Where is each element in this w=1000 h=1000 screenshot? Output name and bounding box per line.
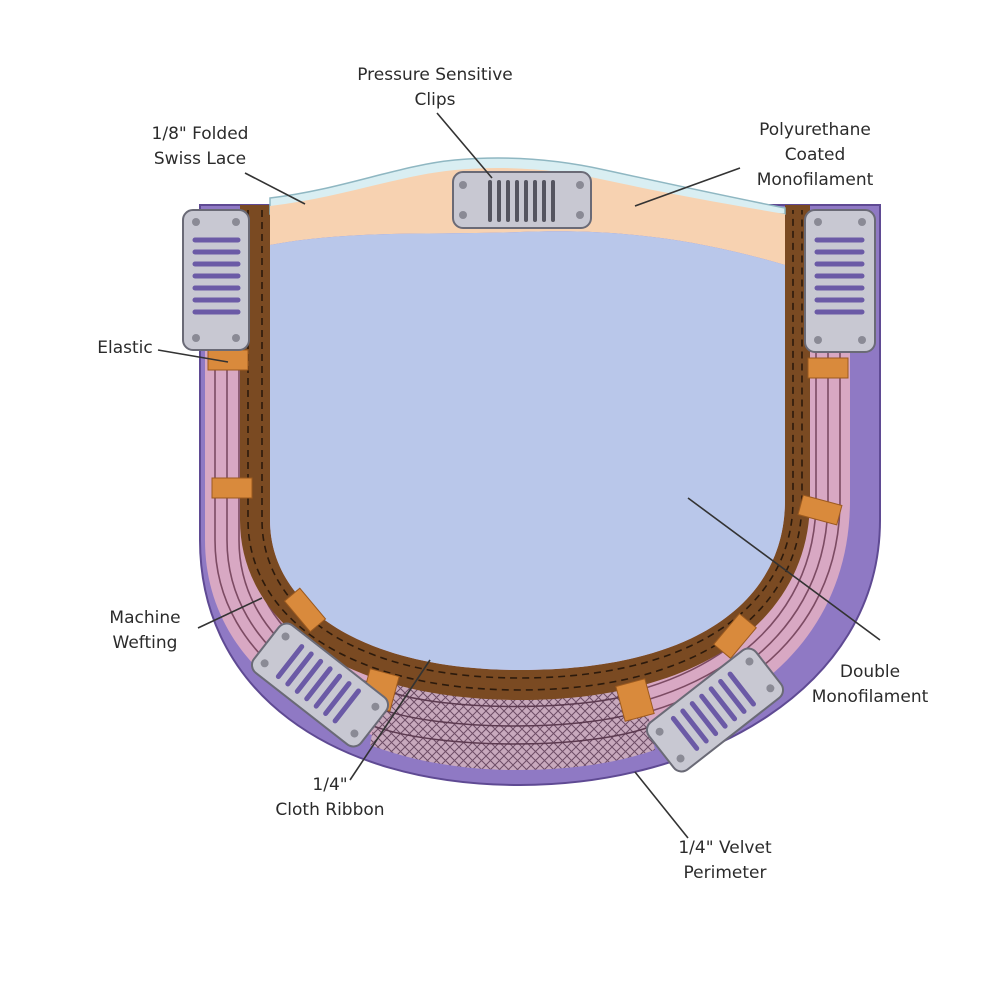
- elastic-tabs: [207, 349, 849, 722]
- leader-clips: [436, 112, 493, 179]
- label-velvet-line1: 1/4" Velvet: [678, 838, 772, 858]
- label-wefting-line1: Machine: [109, 608, 181, 628]
- label-elastic: Elastic: [85, 336, 165, 361]
- label-pressure-sensitive-clips: Pressure Sensitive Clips: [335, 63, 535, 113]
- label-ribbon-line2: Cloth Ribbon: [275, 800, 385, 820]
- leader-velvet: [634, 771, 689, 839]
- leader-wefting: [197, 597, 263, 629]
- label-double-monofilament: Double Monofilament: [790, 660, 950, 710]
- label-velvet-line2: Perimeter: [683, 863, 767, 883]
- double-monofilament-center: [270, 231, 785, 671]
- label-clips-line1: Pressure Sensitive: [357, 65, 513, 85]
- leader-elastic: [157, 349, 229, 363]
- leader-poly: [634, 167, 741, 207]
- label-ribbon-line1: 1/4": [312, 775, 348, 795]
- label-poly-line2: Coated: [784, 145, 846, 165]
- label-poly-line1: Polyurethane: [759, 120, 871, 140]
- clip-left-lower: [250, 622, 390, 748]
- clip-right-lower: [645, 647, 785, 773]
- label-lace-line1: 1/8" Folded: [151, 124, 249, 144]
- label-folded-swiss-lace: 1/8" Folded Swiss Lace: [130, 122, 270, 172]
- label-double-line1: Double: [839, 662, 901, 682]
- leader-double: [687, 497, 881, 641]
- label-cloth-ribbon: 1/4" Cloth Ribbon: [250, 773, 410, 823]
- clip-right-upper: [804, 209, 876, 353]
- leader-ribbon: [349, 659, 431, 781]
- leader-lace: [244, 172, 306, 205]
- ribbon-stitching: [247, 210, 803, 691]
- label-polyurethane-coated-monofilament: Polyurethane Coated Monofilament: [735, 118, 895, 193]
- label-elastic-line1: Elastic: [97, 338, 153, 358]
- label-clips-line2: Clips: [414, 90, 456, 110]
- leader-lines: [157, 112, 881, 839]
- label-wefting-line2: Wefting: [112, 633, 178, 653]
- label-velvet-perimeter: 1/4" Velvet Perimeter: [655, 836, 795, 886]
- label-machine-wefting: Machine Wefting: [90, 606, 200, 656]
- label-lace-line2: Swiss Lace: [153, 149, 247, 169]
- label-poly-line3: Monofilament: [756, 170, 874, 190]
- clip-left-upper: [182, 209, 250, 351]
- label-double-line2: Monofilament: [811, 687, 929, 707]
- clip-top-center: [452, 171, 592, 229]
